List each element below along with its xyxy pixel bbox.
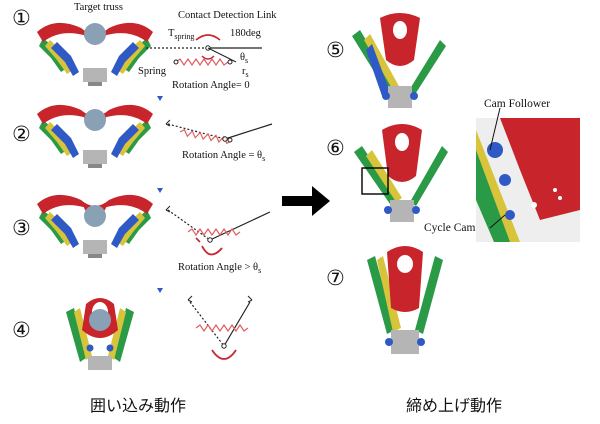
step-7-label: ⑦ bbox=[326, 266, 345, 290]
cam-follower-label: Cam Follower bbox=[484, 98, 551, 110]
gripper-step5 bbox=[352, 13, 446, 108]
rotation-0-label: Rotation Angle= 0 bbox=[172, 80, 250, 91]
schematic-step1 bbox=[146, 34, 262, 66]
gripper-step7 bbox=[367, 246, 443, 354]
zoom-box bbox=[361, 167, 389, 195]
r-s-label: rs bbox=[242, 66, 249, 80]
target-truss-label: Target truss bbox=[74, 2, 123, 13]
step-1-label: ① bbox=[12, 6, 31, 30]
step-3-label: ③ bbox=[12, 216, 31, 240]
rotation-eq-label: Rotation Angle = θs bbox=[182, 150, 266, 164]
deg180-label: 180deg bbox=[230, 28, 261, 39]
gripper-step6 bbox=[354, 124, 448, 222]
caption-right: 締め上げ動作 bbox=[406, 396, 503, 415]
theta-s-label: θs bbox=[240, 52, 249, 66]
contact-link-label: Contact Detection Link bbox=[178, 10, 277, 21]
schematic-step4 bbox=[187, 295, 253, 360]
target-truss-sphere bbox=[84, 23, 106, 45]
caption-left: 囲い込み動作 bbox=[90, 396, 187, 415]
down-arrow-2 bbox=[157, 188, 163, 193]
gripper-step1 bbox=[37, 22, 153, 86]
spring-label: Spring bbox=[138, 66, 167, 77]
rotation-gt-label: Rotation Angle > θs bbox=[178, 262, 262, 276]
t-spring-label: Tspring bbox=[168, 28, 195, 42]
cam-zoom-inset bbox=[476, 107, 580, 242]
step-4-label: ④ bbox=[12, 318, 31, 342]
down-arrow-3 bbox=[157, 288, 163, 293]
gripper-step2 bbox=[37, 104, 153, 168]
cycle-cam-label: Cycle Cam bbox=[424, 222, 476, 234]
down-arrow-1 bbox=[157, 96, 163, 101]
step-6-label: ⑥ bbox=[326, 136, 345, 160]
main-arrow bbox=[282, 186, 330, 216]
schematic-step3 bbox=[165, 205, 271, 256]
step-5-label: ⑤ bbox=[326, 38, 345, 62]
step-2-label: ② bbox=[12, 122, 31, 146]
schematic-step2 bbox=[165, 119, 273, 145]
gripper-step4 bbox=[65, 297, 135, 371]
gripper-step3 bbox=[37, 194, 153, 258]
